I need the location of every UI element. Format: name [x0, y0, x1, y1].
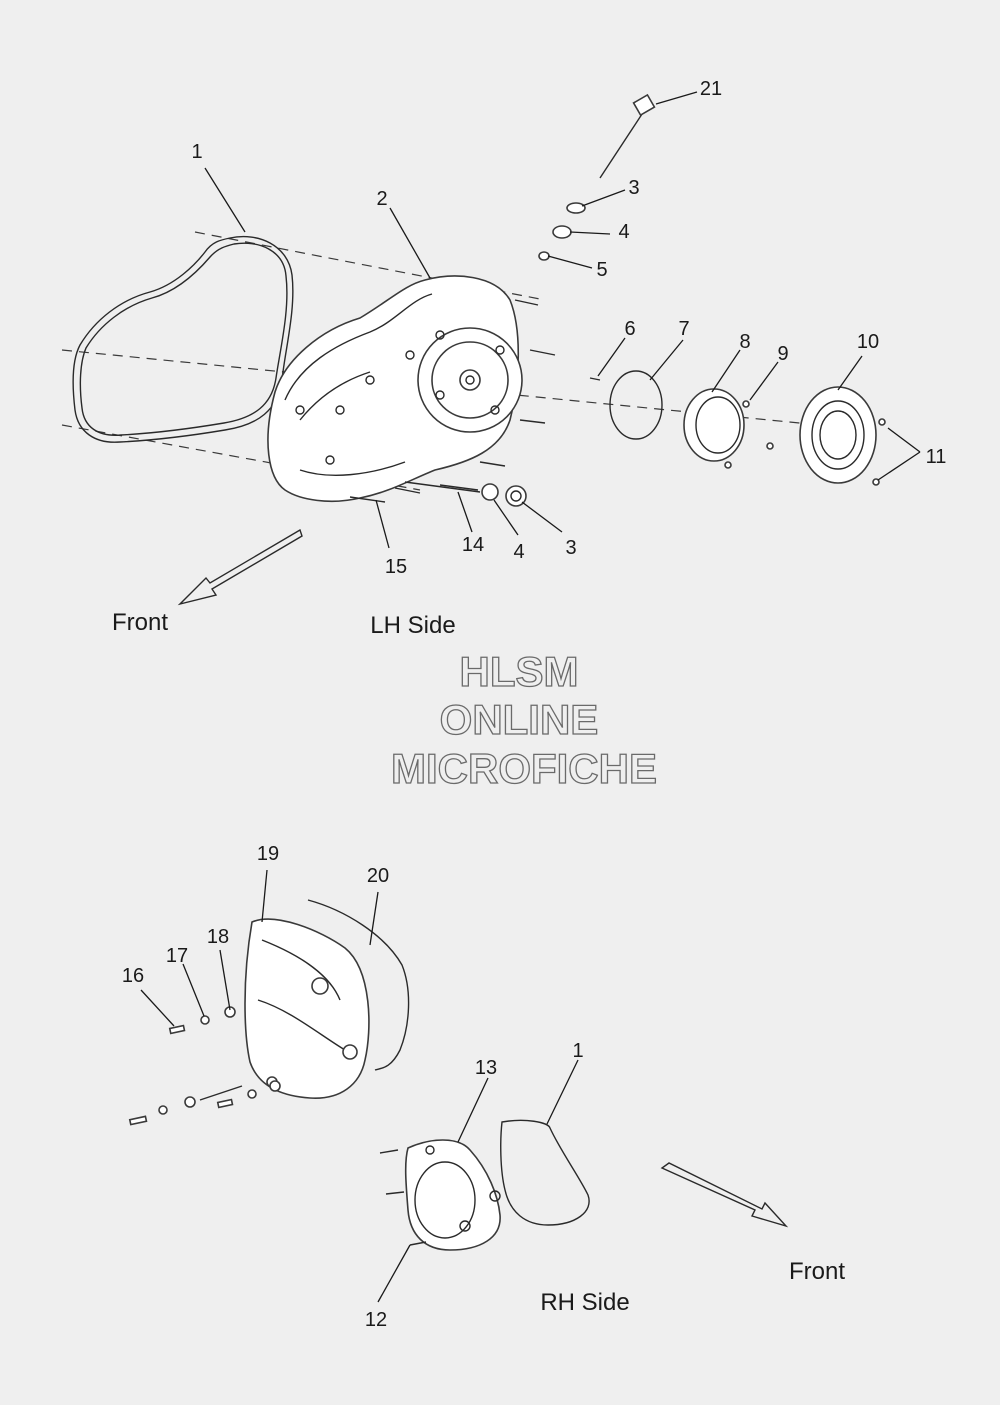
callout-7: 7	[678, 318, 689, 340]
inner-cam-cover	[404, 1139, 501, 1251]
cam-cover	[244, 918, 370, 1099]
callout-1-top: 1	[191, 141, 202, 163]
front-label-left: Front	[112, 609, 168, 636]
callout-15: 15	[385, 556, 407, 578]
callout-19: 19	[257, 843, 279, 865]
derby-cover	[683, 388, 745, 462]
inner-cover-screws	[379, 1149, 427, 1246]
watermark: HLSM ONLINE MICROFICHE	[390, 647, 657, 792]
lh-side-label: LH Side	[370, 612, 455, 639]
callout-12: 12	[365, 1309, 387, 1331]
derby-cover-o-ring	[609, 370, 663, 440]
oil-seal-top	[566, 202, 586, 214]
callout-16: 16	[122, 965, 144, 987]
callout-10: 10	[857, 331, 879, 353]
callout-5: 5	[596, 259, 607, 281]
watermark-line-3: MICROFICHE	[391, 745, 657, 792]
shift-shaft	[599, 93, 656, 179]
callout-labels: 1 2 21 3 4 5 6 7 8 9 10 11 14 4 3 15 19 …	[122, 78, 947, 1331]
rh-side-label: RH Side	[540, 1289, 629, 1316]
callout-6: 6	[624, 318, 635, 340]
cam-cover-gasket	[307, 899, 410, 1071]
front-arrow-left	[177, 528, 303, 606]
bushing-top	[552, 225, 572, 239]
cover-bolt-holes	[295, 330, 505, 465]
callout-8: 8	[739, 331, 750, 353]
callout-3-top: 3	[628, 177, 639, 199]
derby-cover-screws	[724, 400, 774, 469]
callout-21: 21	[700, 78, 722, 100]
callout-3-bottom: 3	[565, 537, 576, 559]
cover-screws	[349, 299, 556, 503]
clutch-rod	[404, 481, 481, 493]
callout-20: 20	[367, 865, 389, 887]
callout-18: 18	[207, 926, 229, 948]
watermark-line-1: HLSM	[460, 648, 579, 695]
watermark-line-2: ONLINE	[440, 696, 599, 743]
callout-14: 14	[462, 534, 484, 556]
cam-cover-screws	[128, 1006, 281, 1126]
callout-9: 9	[777, 343, 788, 365]
callout-11: 11	[926, 446, 947, 468]
medallion	[799, 386, 877, 484]
callout-2: 2	[376, 188, 387, 210]
callout-17: 17	[166, 945, 188, 967]
leader-lines-rh	[140, 869, 579, 1303]
leader-lines-lh	[204, 91, 921, 549]
primary-cover-gasket	[72, 235, 294, 443]
captions: Front LH Side Front RH Side	[112, 609, 845, 1316]
callout-1-rh: 1	[572, 1040, 583, 1062]
inner-cover-gasket	[500, 1119, 590, 1226]
front-label-right: Front	[789, 1258, 845, 1285]
front-arrow-right	[660, 1162, 789, 1228]
plug-top	[538, 251, 550, 261]
oil-seal-bottom	[505, 485, 527, 507]
callout-4-bottom: 4	[513, 541, 524, 563]
medallion-screws	[872, 418, 886, 486]
screw-6	[589, 377, 601, 381]
callout-4-top: 4	[618, 221, 629, 243]
bushing-bottom	[481, 483, 499, 501]
callout-13: 13	[475, 1057, 497, 1079]
